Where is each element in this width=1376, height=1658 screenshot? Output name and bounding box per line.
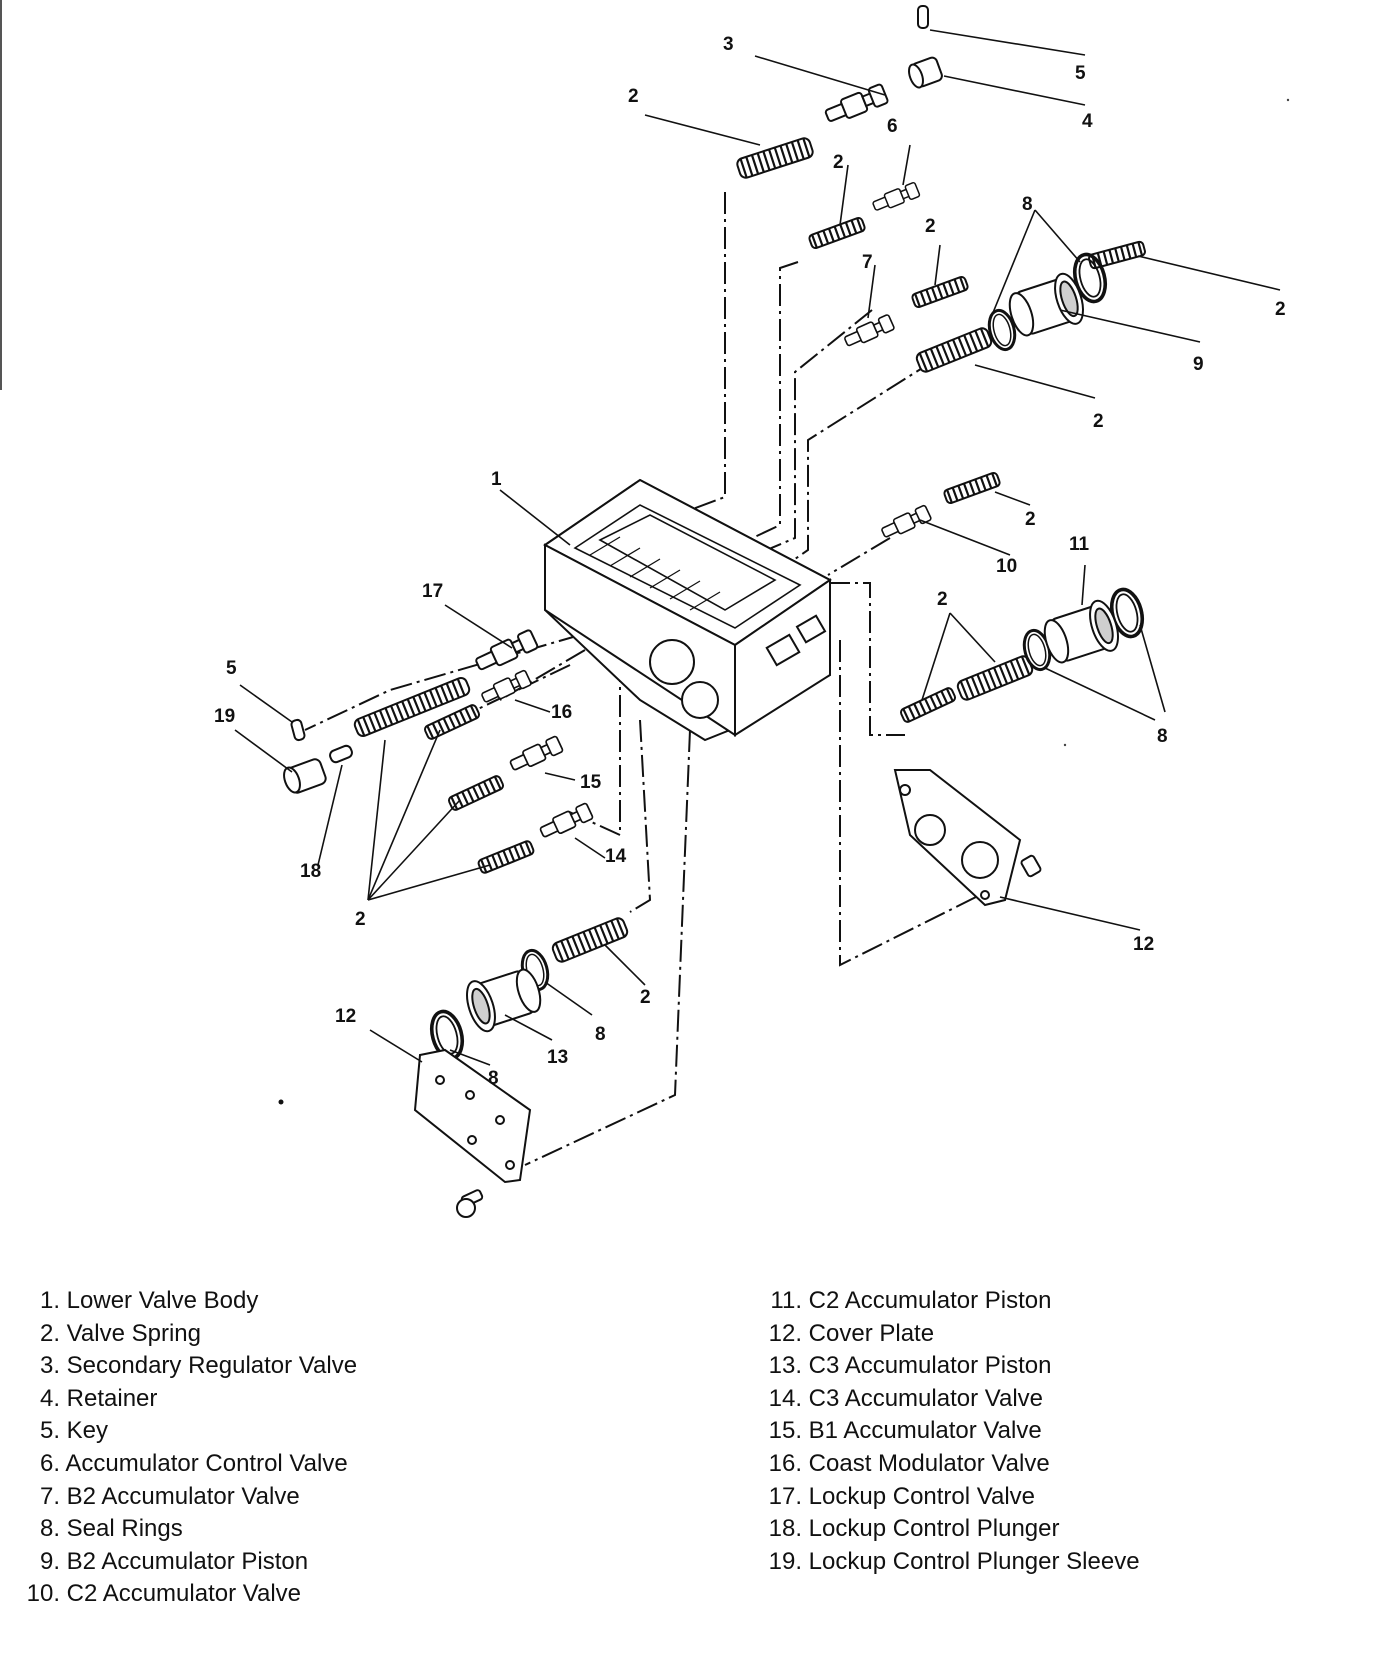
- callout-18: 18: [300, 861, 321, 882]
- callout-labels: 1 2 2 2 2 2 2 2 2 2 3 4 5 5 6 7 8 8 8 8 …: [214, 34, 1286, 1089]
- valve-spring-11-small: [898, 685, 958, 725]
- lockup-control-valve: [472, 628, 540, 675]
- c3-accumulator-piston: [460, 961, 548, 1036]
- bolt-left: [456, 1189, 484, 1218]
- callout-15: 15: [580, 772, 602, 793]
- callout-6: 6: [887, 116, 898, 137]
- valve-spring-10: [942, 470, 1002, 506]
- legend-item-9: 9. B2 Accumulator Piston: [39, 1547, 309, 1575]
- callout-9: 9: [1193, 354, 1204, 375]
- callout-2: 2: [925, 216, 936, 237]
- key-left: [290, 718, 306, 742]
- exploded-parts-diagram: 1 2 2 2 2 2 2 2 2 2 3 4 5 5 6 7 8 8 8 8 …: [214, 5, 1290, 1218]
- callout-5: 5: [226, 658, 237, 679]
- legend-item-5: 5. Key: [39, 1417, 109, 1445]
- callout-2: 2: [640, 987, 651, 1008]
- callout-2: 2: [628, 86, 639, 107]
- legend-item-13: 13. C3 Accumulator Piston: [768, 1352, 1052, 1380]
- secondary-regulator-valve: [822, 82, 890, 127]
- valve-spring-7: [910, 274, 970, 310]
- cover-plate-right: [893, 769, 1042, 907]
- legend-item-14: 14. C3 Accumulator Valve: [768, 1384, 1043, 1412]
- callout-10: 10: [996, 556, 1017, 577]
- legend-item-19: 19. Lockup Control Plunger Sleeve: [768, 1547, 1140, 1575]
- callout-4: 4: [1082, 111, 1093, 132]
- legend-item-2: 2. Valve Spring: [39, 1319, 201, 1347]
- callout-8: 8: [1157, 726, 1168, 747]
- legend-left-column: 1. Lower Valve Body 2. Valve Spring 3. S…: [8, 1285, 357, 1611]
- lockup-control-plunger-sleeve: [283, 758, 327, 794]
- callout-16: 16: [551, 702, 572, 723]
- c2-accumulator-valve: [879, 504, 933, 542]
- assembly-path-lines: [304, 192, 1001, 1166]
- legend-right-column: 11. C2 Accumulator Piston 12. Cover Plat…: [758, 1285, 1140, 1578]
- legend-item-18: 18. Lockup Control Plunger: [768, 1515, 1060, 1543]
- callout-14: 14: [605, 846, 627, 867]
- callout-1: 1: [491, 469, 502, 490]
- callout-2: 2: [1093, 411, 1104, 432]
- callout-2: 2: [937, 589, 948, 610]
- b1-accumulator-valve: [507, 734, 565, 775]
- c3-accumulator-valve: [537, 801, 595, 842]
- callout-12: 12: [1133, 934, 1154, 955]
- callout-7: 7: [862, 252, 873, 273]
- legend-item-16: 16. Coast Modulator Valve: [768, 1449, 1050, 1477]
- callout-5: 5: [1075, 63, 1086, 84]
- callout-2: 2: [355, 909, 366, 930]
- cover-plate-left: [413, 1048, 532, 1218]
- legend-item-7: 7. B2 Accumulator Valve: [39, 1482, 300, 1510]
- legend-item-12: 12. Cover Plate: [768, 1319, 935, 1347]
- callout-11: 11: [1069, 534, 1090, 555]
- legend-item-1: 1. Lower Valve Body: [39, 1287, 259, 1314]
- scan-speckles: [278, 98, 1290, 1105]
- callout-3: 3: [723, 34, 734, 55]
- valve-spring-top-left: [734, 135, 816, 181]
- legend-item-8: 8. Seal Rings: [39, 1515, 183, 1543]
- legend-item-11: 11. C2 Accumulator Piston: [770, 1287, 1052, 1314]
- callout-12: 12: [335, 1006, 356, 1027]
- callout-19: 19: [214, 706, 235, 727]
- callout-2: 2: [833, 152, 844, 173]
- valve-spring-15: [446, 773, 506, 813]
- lockup-control-plunger: [329, 744, 353, 764]
- accumulator-control-valve: [870, 181, 921, 215]
- callout-8: 8: [1022, 194, 1033, 215]
- leader-lines: [234, 29, 1281, 1066]
- retainer-top: [908, 56, 943, 89]
- legend-item-10: 10. C2 Accumulator Valve: [26, 1580, 301, 1608]
- page-edge-line: [0, 0, 2, 390]
- callout-17: 17: [422, 581, 443, 602]
- valve-spring-top-right: [1087, 239, 1147, 271]
- callout-8: 8: [488, 1068, 499, 1089]
- legend-item-17: 17. Lockup Control Valve: [768, 1482, 1036, 1510]
- callout-2: 2: [1275, 299, 1286, 320]
- callout-13: 13: [547, 1047, 568, 1068]
- legend-item-3: 3. Secondary Regulator Valve: [39, 1352, 358, 1380]
- coast-modulator-valve: [479, 669, 533, 707]
- legend-item-6: 6. Accumulator Control Valve: [39, 1449, 348, 1477]
- legend-item-15: 15. B1 Accumulator Valve: [768, 1417, 1042, 1445]
- valve-spring-14: [476, 838, 536, 876]
- key-top: [917, 5, 929, 29]
- legend-item-4: 4. Retainer: [39, 1384, 158, 1412]
- lower-valve-body: [543, 478, 832, 742]
- valve-spring-6: [807, 215, 867, 251]
- callout-2: 2: [1025, 509, 1036, 530]
- callout-8: 8: [595, 1024, 606, 1045]
- b2-accumulator-valve: [842, 313, 896, 350]
